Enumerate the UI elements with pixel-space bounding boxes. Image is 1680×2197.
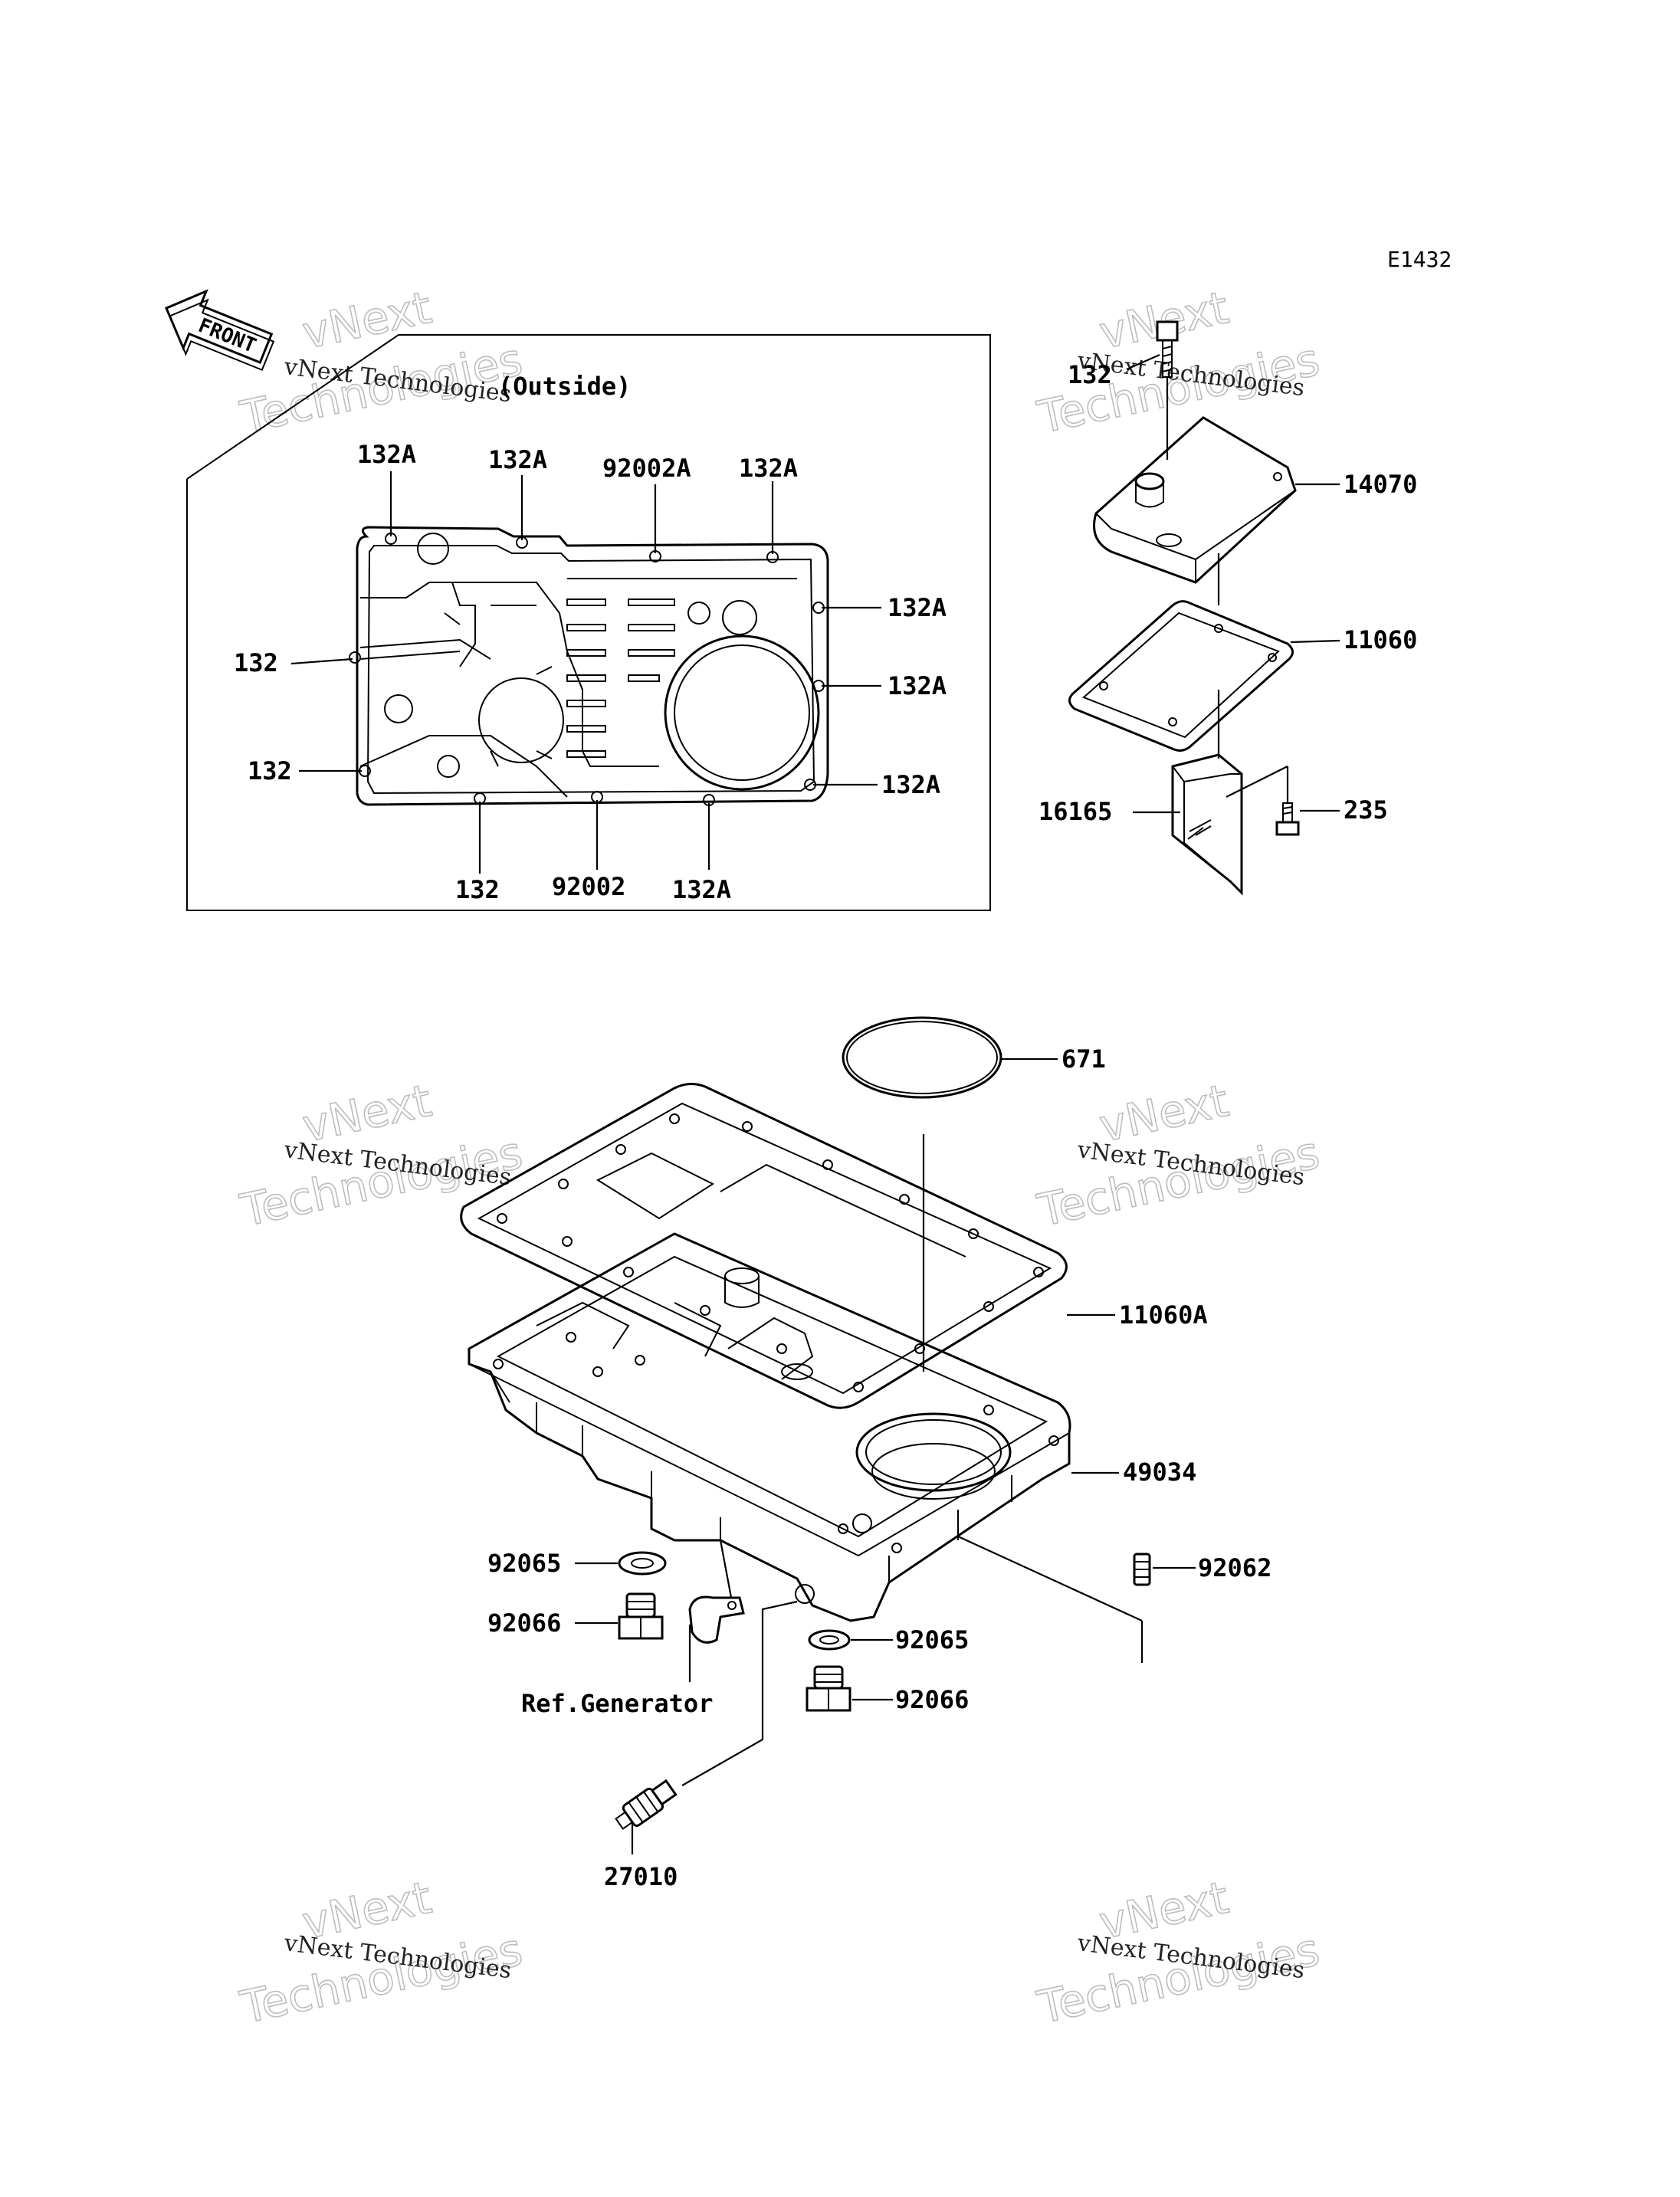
watermark-top-left: vNext Technologies vNext Technologies	[235, 280, 527, 444]
watermark-line1: vNext	[1095, 281, 1233, 359]
inset-label-left-1: 132	[234, 648, 278, 677]
label-ref-generator: Ref.Generator	[521, 1689, 713, 1718]
gasket-bolt-holes	[497, 1113, 1044, 1392]
washer-left	[618, 1551, 667, 1576]
diagram-code: E1432	[1387, 247, 1452, 272]
label-washer-92065-left: 92065	[487, 1549, 561, 1578]
inset-label-top-4: 132A	[739, 454, 798, 483]
screw-icon	[1275, 802, 1300, 836]
label-bolt-132: 132	[1068, 360, 1112, 389]
drain-plug-right	[806, 1665, 851, 1712]
inset-leaders	[290, 471, 881, 874]
oil-pan-group: 671 11060A	[460, 1016, 1271, 1891]
washer-right	[808, 1629, 851, 1651]
breather-cover	[1093, 416, 1297, 584]
label-pin-92062: 92062	[1198, 1553, 1271, 1582]
label-screw-235: 235	[1344, 795, 1388, 825]
bolt-holes	[349, 533, 825, 806]
crankcase-ribs	[566, 578, 797, 758]
watermark-middle-right: vNext Technologies vNext Technologies	[1032, 1074, 1324, 1238]
watermark-bottom-left: vNext Technologies vNext Technologies	[235, 1871, 527, 2035]
crankcase-outline	[356, 526, 829, 806]
o-ring	[842, 1016, 1002, 1099]
inset-outside-view: (Outside)	[186, 334, 991, 911]
label-cover-14070: 14070	[1344, 470, 1417, 499]
inset-label-top-2: 132A	[488, 445, 547, 474]
inset-label-left-2: 132	[248, 756, 292, 785]
inset-label-right-3: 132A	[881, 770, 940, 799]
inset-title: (Outside)	[498, 372, 631, 401]
pan-bolt-holes	[493, 1332, 1059, 1553]
watermark-line1: vNext	[298, 281, 436, 359]
inset-label-right-1: 132A	[888, 593, 947, 622]
pressure-switch-icon	[615, 1779, 678, 1830]
inset-label-bottom-3: 132A	[672, 875, 731, 904]
inset-label-top-1: 132A	[357, 440, 416, 469]
label-oil-pan-49034: 49034	[1123, 1458, 1196, 1487]
label-plug-92066-left: 92066	[487, 1608, 561, 1638]
pan-gasket	[460, 1083, 1068, 1409]
inset-label-bottom-2: 92002	[552, 872, 625, 901]
label-plug-92066-right: 92066	[895, 1685, 969, 1714]
drain-plug-left	[618, 1592, 664, 1640]
label-pan-gasket-11060A: 11060A	[1119, 1300, 1208, 1330]
label-washer-92065-right: 92065	[895, 1625, 969, 1654]
pin-icon	[1133, 1553, 1151, 1586]
breather-cover-group: 132 14070 11060 16165	[1039, 320, 1417, 896]
label-o-ring-671: 671	[1061, 1044, 1106, 1074]
inset-label-right-2: 132A	[888, 671, 947, 700]
baffle-plate	[1171, 753, 1243, 896]
inset-label-top-3: 92002A	[602, 454, 691, 483]
watermark-middle-left: vNext Technologies vNext Technologies	[235, 1074, 527, 1238]
label-switch-27010: 27010	[604, 1862, 678, 1891]
cover-gasket	[1068, 600, 1294, 752]
watermark-bottom-right: vNext Technologies vNext Technologies	[1032, 1871, 1324, 2035]
label-plate-16165: 16165	[1039, 797, 1112, 826]
label-gasket-11060: 11060	[1344, 625, 1417, 654]
bolt-icon	[1156, 320, 1179, 378]
clamp-icon	[688, 1595, 745, 1644]
inset-label-bottom-1: 132	[455, 875, 500, 904]
front-arrow-icon: FRONT	[165, 289, 275, 372]
